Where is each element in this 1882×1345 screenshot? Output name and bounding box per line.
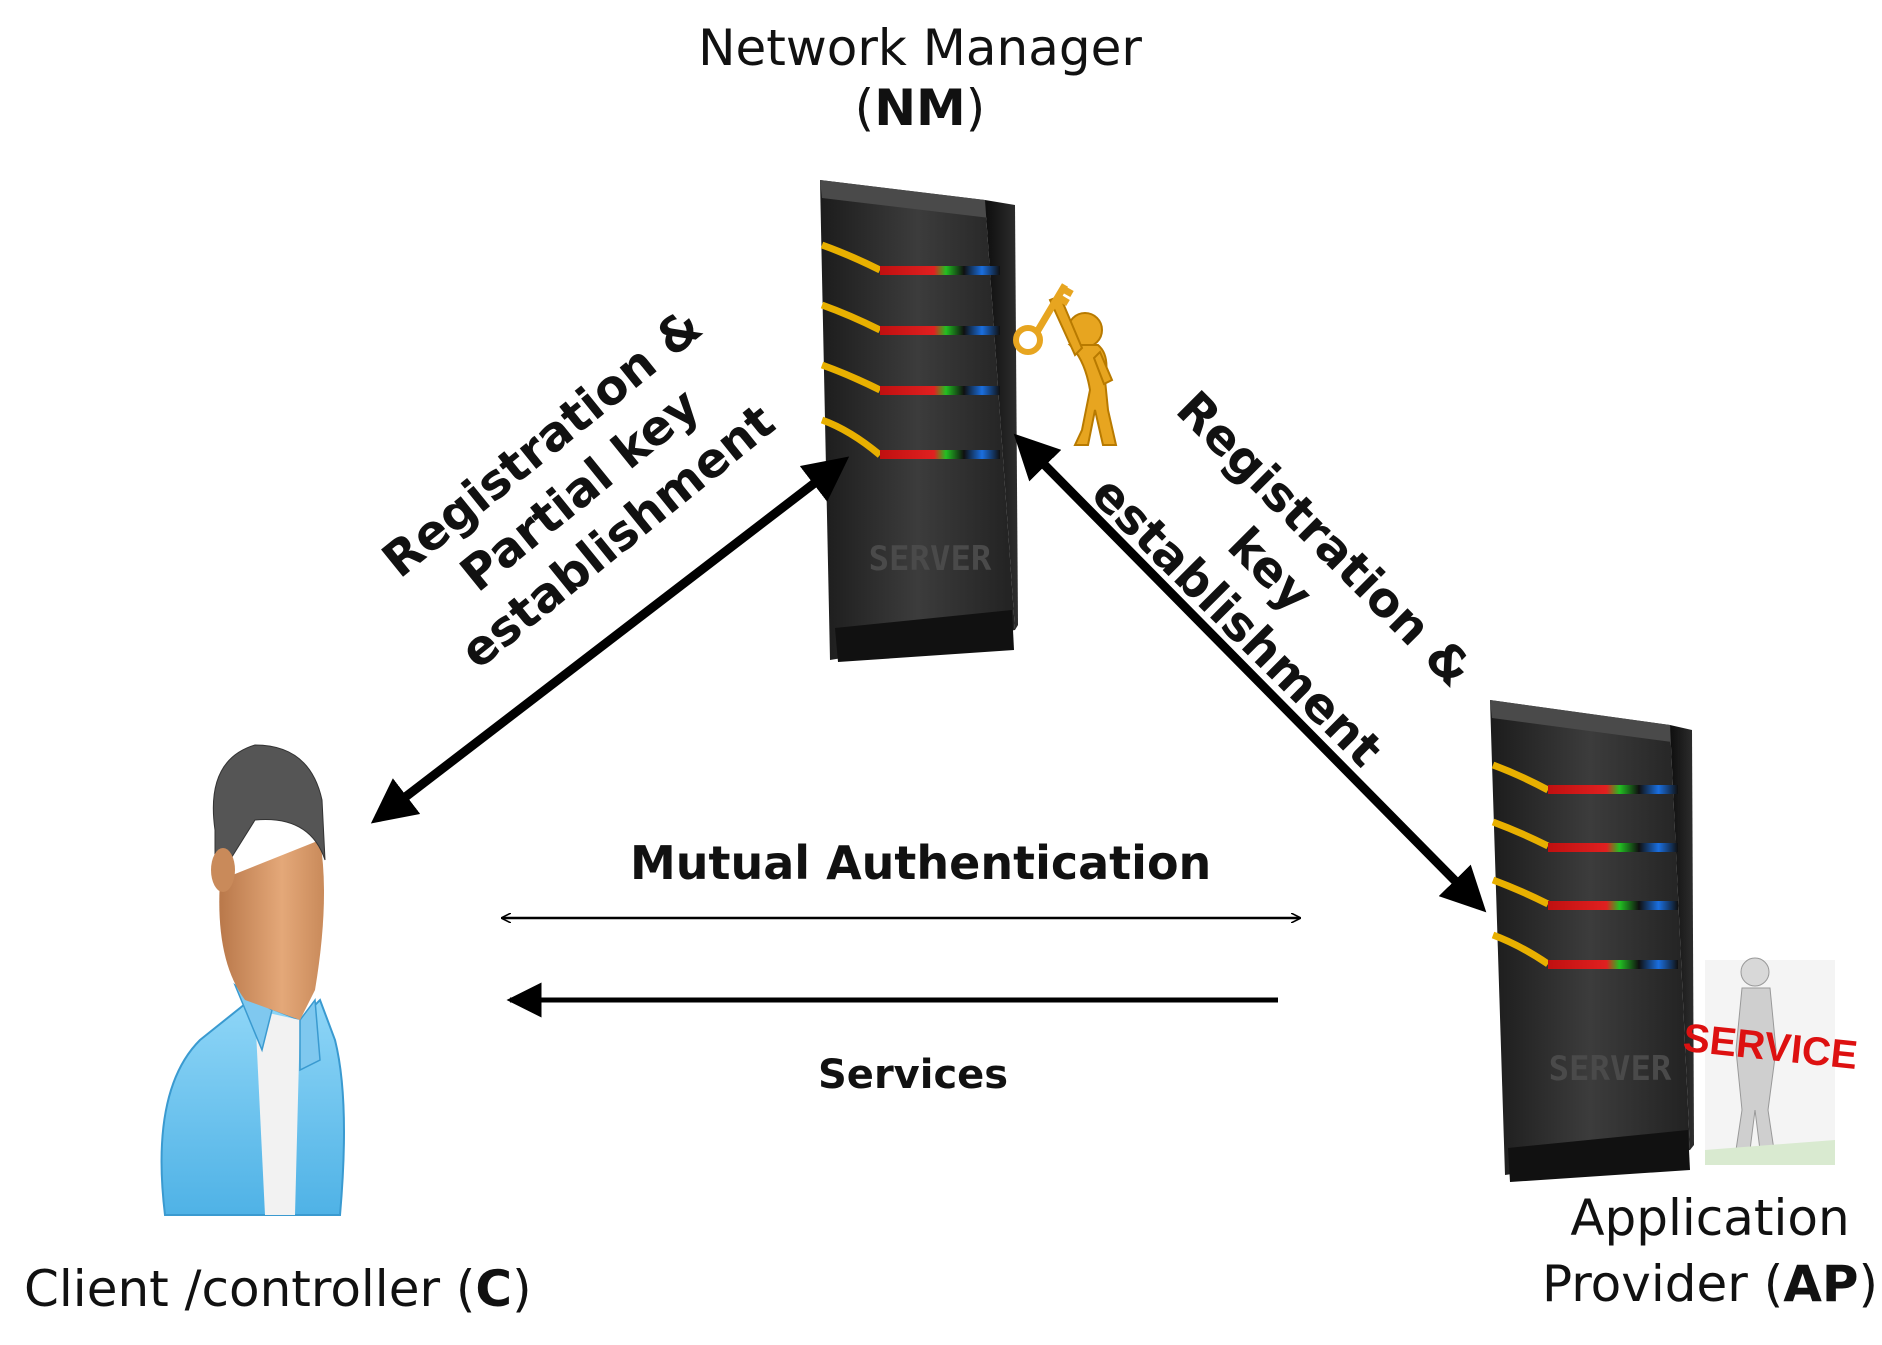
golden-key-icon	[1013, 283, 1074, 355]
application-provider-server-icon: SERVER	[1490, 700, 1694, 1182]
ap-line2: Provider (AP)	[1540, 1251, 1880, 1317]
network-manager-label: Network Manager (NM)	[690, 18, 1150, 138]
nm-server-badge: SERVER	[869, 539, 992, 579]
ap-paren-close: )	[1858, 1255, 1879, 1313]
ap-line2-text: Provider (	[1541, 1255, 1784, 1313]
nm-paren-close: )	[965, 79, 986, 137]
network-manager-server-icon: SERVER	[820, 180, 1018, 662]
arrow-client-nm	[370, 456, 850, 824]
arrow-nm-ap	[1013, 433, 1487, 913]
client-abbr: C	[475, 1260, 513, 1318]
nm-abbr-line: (NM)	[690, 78, 1150, 138]
client-avatar-icon	[160, 744, 345, 1216]
service-figure-icon: SERVICE	[1681, 957, 1860, 1165]
client-paren-close: )	[512, 1260, 532, 1318]
ap-abbr: AP	[1783, 1255, 1859, 1313]
client-name: Client /controller (	[24, 1260, 476, 1318]
key-holder-figure-icon	[1013, 283, 1118, 446]
ap-server-badge: SERVER	[1549, 1049, 1672, 1089]
application-provider-label: Application Provider (AP)	[1540, 1185, 1880, 1317]
nm-abbr: NM	[874, 79, 966, 137]
nm-server-leds	[820, 241, 1000, 459]
nm-paren-open: (	[854, 79, 875, 137]
ap-server-leds	[1491, 761, 1678, 969]
ap-line1: Application	[1570, 1189, 1850, 1247]
nm-name: Network Manager	[698, 19, 1142, 77]
mutual-authentication-label: Mutual Authentication	[630, 836, 1212, 890]
client-label: Client /controller (C)	[24, 1258, 532, 1320]
services-label: Services	[818, 1052, 1009, 1098]
